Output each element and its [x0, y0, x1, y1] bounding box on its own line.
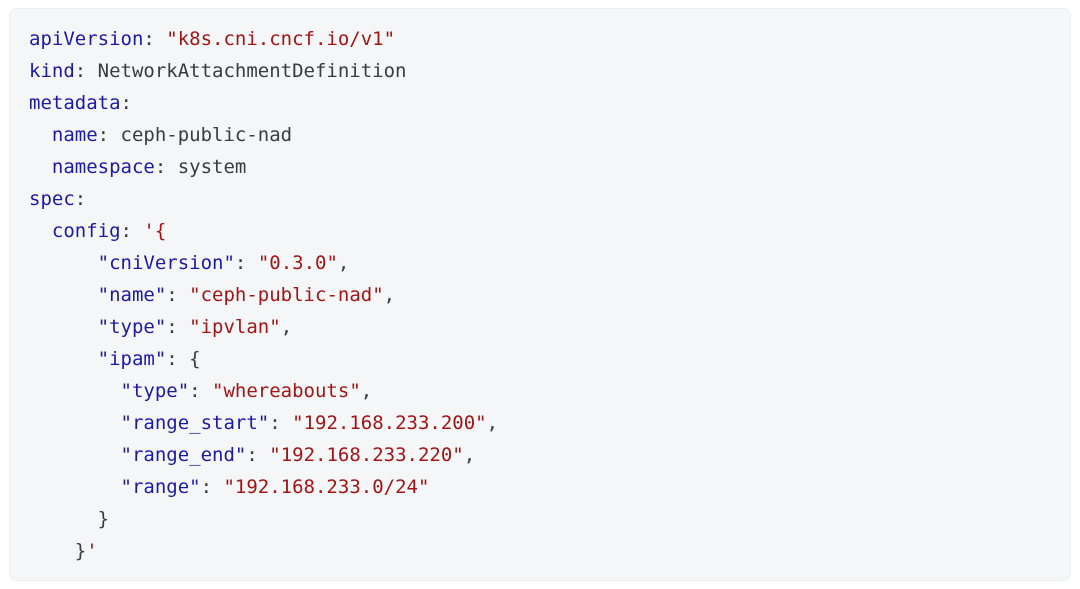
- code-line: "range_start": "192.168.233.200",: [29, 407, 1051, 439]
- yaml-key-token: "range_start": [120, 412, 270, 434]
- string-token: "k8s.cni.cncf.io/v1": [166, 28, 396, 50]
- plain-token: {: [189, 348, 201, 370]
- code-line: namespace: system: [29, 151, 1051, 183]
- plain-token: [29, 220, 52, 242]
- plain-token: :: [234, 252, 258, 274]
- plain-token: [29, 348, 98, 370]
- yaml-key-token: apiVersion: [29, 28, 144, 50]
- plain-token: :: [143, 28, 167, 50]
- plain-token: ,: [337, 252, 350, 274]
- plain-token: : ceph-public-nad: [97, 124, 293, 146]
- code-line: name: ceph-public-nad: [29, 119, 1051, 151]
- yaml-key-token: spec: [29, 188, 75, 210]
- plain-token: ,: [383, 284, 396, 306]
- plain-token: [29, 444, 121, 466]
- yaml-key-token: "ipam": [97, 348, 167, 370]
- yaml-code: apiVersion: "k8s.cni.cncf.io/v1"kind: Ne…: [29, 23, 1051, 567]
- yaml-key-token: "type": [97, 316, 167, 338]
- code-line: kind: NetworkAttachmentDefinition: [29, 55, 1051, 87]
- yaml-key-token: namespace: [51, 156, 155, 178]
- yaml-key-token: kind: [29, 60, 75, 82]
- string-token: "ipvlan": [189, 316, 281, 338]
- plain-token: :: [120, 92, 132, 114]
- code-line: "range": "192.168.233.0/24": [29, 471, 1051, 503]
- plain-token: :: [246, 444, 270, 466]
- code-line: "type": "whereabouts",: [29, 375, 1051, 407]
- code-line: config: '{: [29, 215, 1051, 247]
- yaml-key-token: config: [51, 220, 121, 242]
- code-line: "cniVersion": "0.3.0",: [29, 247, 1051, 279]
- plain-token: ,: [486, 412, 499, 434]
- plain-token: [29, 284, 98, 306]
- string-token: "192.168.233.0/24": [223, 476, 430, 498]
- code-line: "type": "ipvlan",: [29, 311, 1051, 343]
- yaml-key-token: name: [51, 124, 98, 146]
- plain-token: [29, 156, 52, 178]
- plain-token: [29, 476, 121, 498]
- plain-token: [29, 412, 121, 434]
- plain-token: [29, 380, 121, 402]
- yaml-key-token: metadata: [29, 92, 121, 114]
- plain-token: :: [189, 380, 213, 402]
- yaml-key-token: "range": [120, 476, 201, 498]
- plain-token: }: [29, 508, 110, 530]
- plain-token: ,: [463, 444, 476, 466]
- plain-token: :: [120, 220, 144, 242]
- code-line: }': [29, 535, 1051, 567]
- plain-token: [29, 124, 52, 146]
- yaml-code-block: apiVersion: "k8s.cni.cncf.io/v1"kind: Ne…: [9, 8, 1071, 581]
- plain-token: :: [200, 476, 224, 498]
- yaml-key-token: "type": [120, 380, 190, 402]
- plain-token: :: [269, 412, 293, 434]
- code-line: "ipam": {: [29, 343, 1051, 375]
- plain-token: :: [166, 316, 190, 338]
- plain-token: ,: [360, 380, 373, 402]
- yaml-key-token: "cniVersion": [97, 252, 235, 274]
- string-token: "ceph-public-nad": [189, 284, 384, 306]
- code-line: "name": "ceph-public-nad",: [29, 279, 1051, 311]
- code-line: metadata:: [29, 87, 1051, 119]
- string-token: "192.168.233.220": [269, 444, 464, 466]
- string-token: "0.3.0": [257, 252, 338, 274]
- string-token: ': [86, 540, 98, 562]
- code-line: "range_end": "192.168.233.220",: [29, 439, 1051, 471]
- string-token: '{: [143, 220, 167, 242]
- plain-token: [29, 316, 98, 338]
- plain-token: :: [74, 188, 87, 210]
- code-line: spec:: [29, 183, 1051, 215]
- plain-token: :: [166, 284, 190, 306]
- yaml-key-token: "name": [97, 284, 167, 306]
- plain-token: : system: [154, 156, 247, 178]
- plain-token: : NetworkAttachmentDefinition: [74, 60, 407, 82]
- yaml-key-token: "range_end": [120, 444, 247, 466]
- plain-token: [29, 252, 98, 274]
- plain-token: ,: [280, 316, 293, 338]
- string-token: "whereabouts": [212, 380, 361, 402]
- code-line: apiVersion: "k8s.cni.cncf.io/v1": [29, 23, 1051, 55]
- string-token: "192.168.233.200": [292, 412, 487, 434]
- code-line: }: [29, 503, 1051, 535]
- plain-token: }: [29, 540, 87, 562]
- plain-token: :: [166, 348, 190, 370]
